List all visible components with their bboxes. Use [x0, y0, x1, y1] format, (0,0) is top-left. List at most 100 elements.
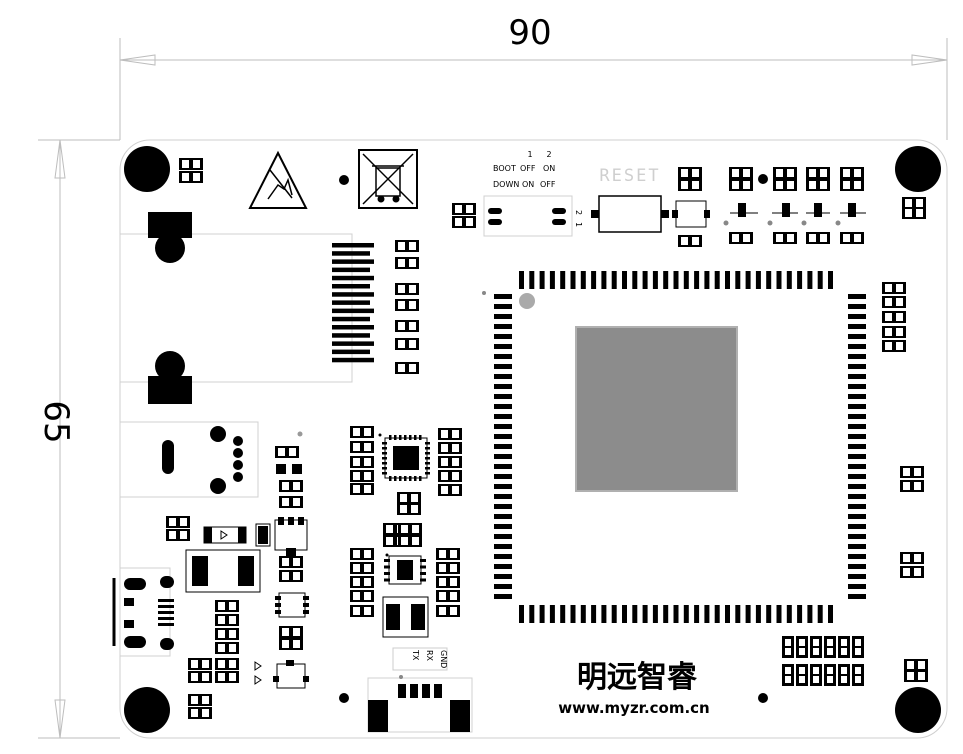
processor-pin	[848, 374, 866, 379]
soic-pin	[420, 559, 426, 562]
processor-pin	[704, 271, 710, 289]
processor-pin	[828, 271, 833, 289]
processor-pin	[642, 271, 648, 289]
processor-pin	[494, 454, 512, 459]
processor-pin	[494, 384, 512, 389]
processor-pin	[601, 605, 607, 623]
header-pin-hole	[841, 648, 847, 655]
sd-pin	[332, 251, 370, 256]
processor-pin	[797, 271, 803, 289]
processor-pin	[704, 605, 710, 623]
processor-pin	[848, 344, 866, 349]
processor-pin	[766, 271, 772, 289]
reset-label: RESET	[599, 166, 660, 186]
processor-pin	[529, 605, 535, 623]
right-side-pads	[882, 282, 928, 682]
processor-pin	[776, 605, 782, 623]
processor-pin	[848, 444, 866, 449]
header-pin-hole	[799, 648, 805, 655]
qfn-pin	[425, 462, 430, 465]
processor-pin	[848, 314, 866, 319]
processor-pin	[632, 605, 638, 623]
soic-pin	[420, 572, 426, 575]
width-dimension-label: 90	[508, 13, 551, 53]
processor-pin	[725, 605, 730, 623]
processor-pin	[494, 444, 512, 449]
processor-pin	[549, 271, 555, 289]
processor-pin	[848, 394, 866, 399]
qfn-pin	[425, 472, 430, 475]
processor-pin	[611, 605, 617, 623]
processor-pin	[494, 574, 512, 579]
processor-pin	[848, 504, 866, 509]
processor-pin	[663, 271, 669, 289]
sd-pin	[332, 316, 370, 322]
header-pin-hole	[799, 676, 805, 683]
processor-pin	[848, 574, 866, 579]
header-pin-hole	[827, 667, 833, 674]
processor-pin	[494, 554, 512, 559]
qfn-pin	[419, 476, 422, 481]
boot-row-v2: ON	[543, 164, 555, 173]
header-pin-hole	[799, 667, 805, 674]
qfn-pin	[414, 476, 417, 481]
processor-pin	[807, 605, 813, 623]
processor-pin	[494, 334, 512, 339]
soic-pin	[420, 565, 426, 569]
header-pin-hole	[827, 676, 833, 683]
header-pin-hole	[813, 667, 819, 674]
processor-pin	[755, 271, 761, 289]
processor-pin	[549, 605, 555, 623]
brand-url: www.myzr.com.cn	[558, 699, 710, 717]
processor-pin	[652, 271, 658, 289]
sd-pin	[332, 333, 370, 338]
processor-pin	[494, 534, 512, 539]
sd-pin	[332, 349, 370, 355]
processor-pin	[735, 605, 741, 623]
serial-connector	[367, 675, 473, 733]
header-pin-hole	[813, 676, 819, 683]
header-pin-hole	[827, 648, 833, 655]
processor-pin	[580, 271, 586, 289]
qfn-pin	[382, 472, 387, 475]
header-pin-hole	[827, 639, 833, 646]
header-pin-hole	[841, 676, 847, 683]
processor-pin	[817, 605, 823, 623]
processor-pin	[848, 454, 866, 459]
header-pin-hole	[841, 667, 847, 674]
processor-pin	[632, 271, 638, 289]
processor-pin	[539, 271, 545, 289]
header-pin-hole	[855, 648, 861, 655]
qfn-pin	[409, 476, 412, 481]
processor-pin	[786, 271, 792, 289]
processor-pin	[642, 605, 648, 623]
soic-pin	[384, 578, 390, 582]
fiducial-dots	[339, 174, 768, 703]
processor-pin	[601, 271, 607, 289]
processor-pin	[848, 524, 866, 529]
processor-pin	[714, 605, 720, 623]
header-pin-hole	[785, 667, 791, 674]
processor-pin	[735, 271, 741, 289]
processor-pin	[494, 394, 512, 399]
processor-pin	[848, 404, 866, 409]
processor-pin	[848, 424, 866, 429]
processor-pin	[848, 564, 866, 569]
ethernet-jack	[119, 421, 259, 498]
boot-row-label: BOOT	[493, 164, 516, 173]
qfn-pin	[382, 462, 387, 465]
processor-pin	[663, 605, 669, 623]
processor-pin	[494, 504, 512, 509]
brand-name: 明远智睿	[577, 660, 698, 695]
processor-pin	[745, 605, 751, 623]
sd-pin	[332, 243, 374, 248]
resistor-pad	[179, 158, 203, 170]
processor-pin	[848, 534, 866, 539]
processor-pin	[848, 594, 866, 599]
tx-label: TX	[411, 649, 420, 661]
processor-pin	[580, 605, 586, 623]
processor-pin	[766, 605, 772, 623]
reset-button[interactable]	[591, 195, 669, 233]
qfn-pin	[409, 435, 412, 440]
